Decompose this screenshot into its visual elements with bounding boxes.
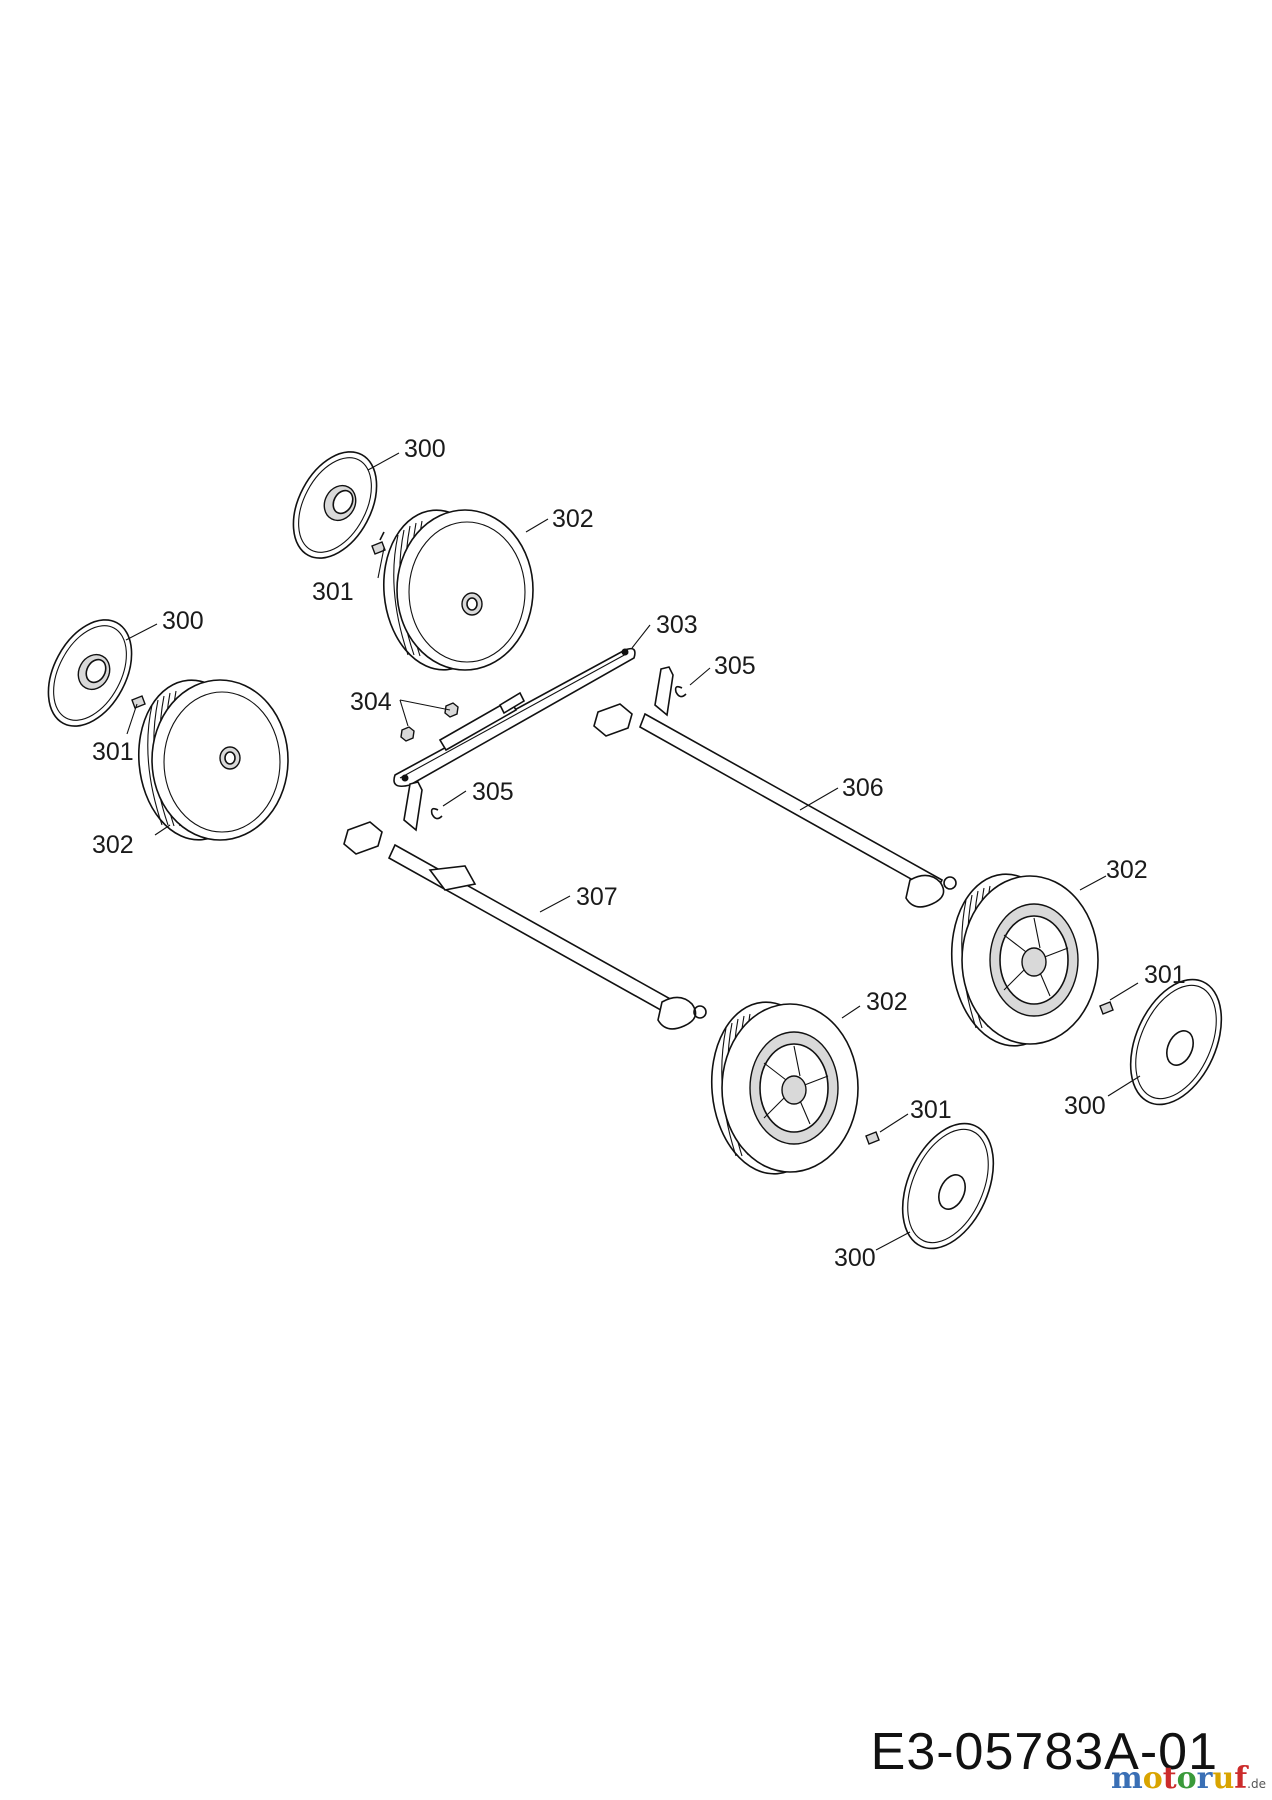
watermark-letter: u — [1212, 1761, 1235, 1796]
callout-304: 304 — [350, 688, 392, 716]
wheel-302-upper — [382, 509, 534, 671]
nut-304-b — [400, 726, 415, 742]
clip-305-lower — [430, 807, 443, 820]
hub-cap-300-lower — [901, 1122, 995, 1250]
callout-307: 307 — [576, 883, 618, 911]
callout-301-right: 301 — [1144, 961, 1186, 989]
watermark-letter: o — [1176, 1761, 1197, 1796]
callouts: 300 301 302 300 301 302 303 304 305 305 … — [92, 435, 1186, 1272]
callout-306: 306 — [842, 774, 884, 802]
clip-305-upper — [674, 685, 687, 698]
wheel-302-left — [137, 679, 289, 841]
callout-302-left: 302 — [92, 831, 134, 859]
callout-300-left: 300 — [162, 607, 204, 635]
watermark-letter: o — [1142, 1761, 1163, 1796]
watermark-letter: f — [1234, 1761, 1248, 1796]
callout-302-lower: 302 — [866, 988, 908, 1016]
callout-302-upper: 302 — [552, 505, 594, 533]
nut-304-a — [444, 702, 459, 718]
hub-cap-300-left — [47, 619, 133, 727]
axle-306 — [593, 666, 957, 908]
wheel-302-lower — [710, 1001, 859, 1175]
callout-300-lower: 300 — [834, 1244, 876, 1272]
watermark-letter: t — [1162, 1761, 1177, 1796]
drawing-number: E3-05783A-01 — [870, 1723, 1218, 1781]
callout-302-right: 302 — [1106, 856, 1148, 884]
callout-301-upper: 301 — [312, 578, 354, 606]
wheel-302-right — [950, 873, 1099, 1047]
adjust-bar-303 — [393, 647, 636, 788]
callout-300-right: 300 — [1064, 1092, 1106, 1120]
callout-305-upper: 305 — [714, 652, 756, 680]
hub-cap-300-upper — [292, 451, 378, 559]
callout-301-lower: 301 — [910, 1096, 952, 1124]
hub-cap-300-right — [1129, 978, 1223, 1106]
bolt-301-lower — [865, 1131, 880, 1145]
watermark-letter: r — [1196, 1761, 1213, 1796]
callout-305-lower: 305 — [472, 778, 514, 806]
callout-303: 303 — [656, 611, 698, 639]
leader-lines — [125, 452, 1141, 1251]
watermark-letter: m — [1111, 1761, 1143, 1796]
watermark-suffix: .de — [1247, 1777, 1266, 1791]
callout-300-upper: 300 — [404, 435, 446, 463]
bolt-301-right — [1099, 1001, 1114, 1015]
watermark-letters: motoruf — [1111, 1761, 1247, 1796]
callout-301-left: 301 — [92, 738, 134, 766]
motoruf-watermark: motoruf.de — [1111, 1761, 1266, 1796]
axle-307 — [343, 781, 707, 1030]
bolt-301-upper — [371, 531, 386, 555]
bolt-301-left — [131, 695, 146, 709]
